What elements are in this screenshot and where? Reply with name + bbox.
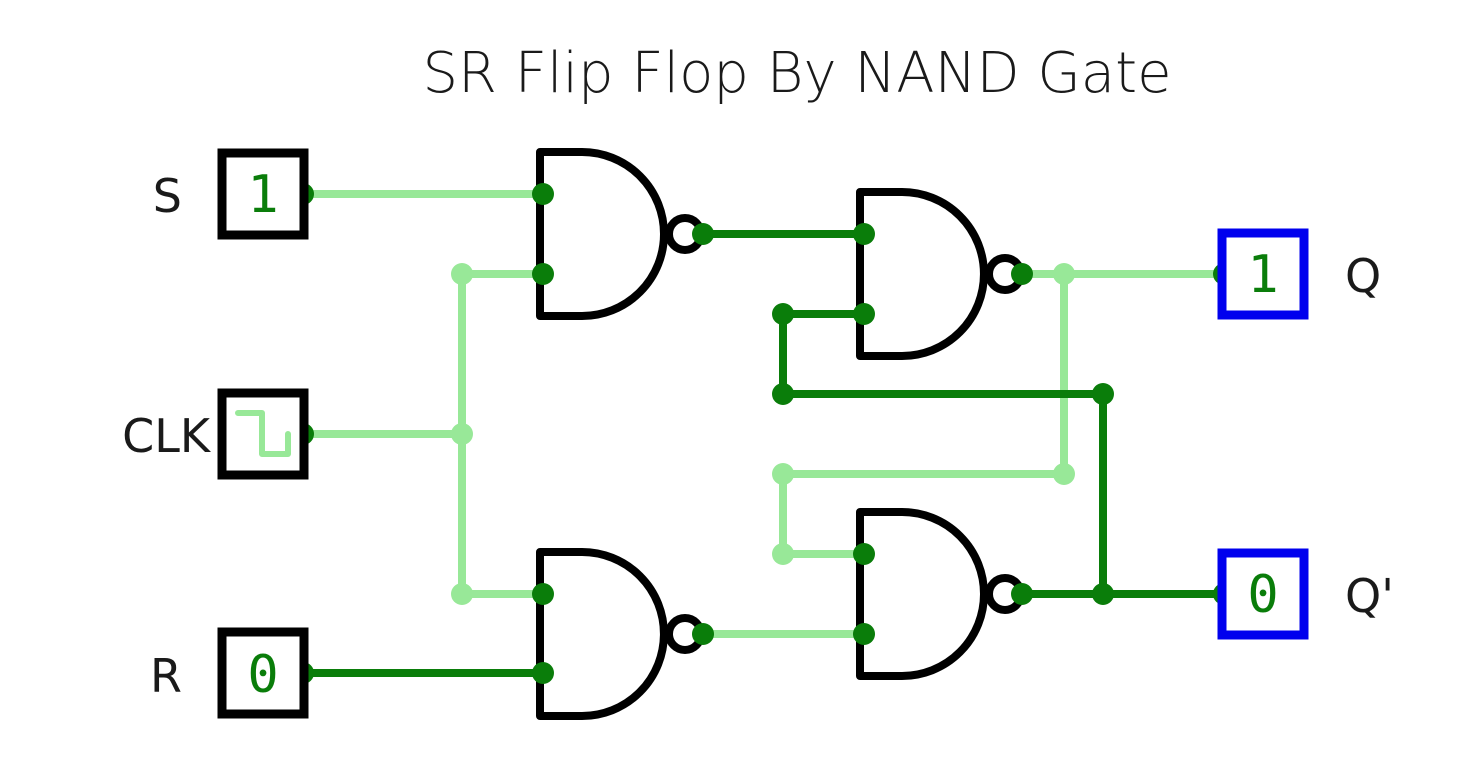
input-s-label: S [153,169,182,223]
input-clk[interactable] [217,388,309,480]
output-qbar-box [1217,548,1309,640]
output-q-label: Q [1345,249,1381,303]
diagram-title: SR Flip Flop By NAND Gate [422,41,1171,106]
output-qbar-label: Q' [1345,569,1394,623]
input-clk-label: CLK [122,409,212,463]
junction-q-fb-bottom [772,543,794,565]
junction-q-out [1053,263,1075,285]
pin-gate2-out [692,623,714,645]
junction-dots [292,183,1235,684]
pin-gate1-in-a [532,183,554,205]
pin-gate1-in-b [532,263,554,285]
pin-gate1-out [692,223,714,245]
junction-q-fb-left [772,463,794,485]
input-r-box[interactable] [217,627,309,719]
junction-clk-bottom [451,583,473,605]
junction-qbar-fb-left [772,383,794,405]
pin-gate2-in-a [532,583,554,605]
pin-gate4-in-b [853,623,875,645]
junction-qbar-fb-right [1092,383,1114,405]
junction-clk-top [451,263,473,285]
output-qbar: 0 [1217,548,1309,640]
output-q-box [1217,228,1309,320]
junction-qbar-out [1092,583,1114,605]
nand-gate-2 [536,548,705,720]
input-r-value: 0 [247,645,278,705]
pin-gate4-in-a [853,543,875,565]
pin-gate3-in-a [853,223,875,245]
input-r-label: R [150,649,182,703]
output-q: 1 [1217,228,1309,320]
input-s-box[interactable] [217,148,309,240]
output-q-value: 1 [1247,245,1278,305]
pin-gate3-in-b [853,303,875,325]
pin-gate4-out [1011,583,1033,605]
nand-gate-3 [856,188,1025,360]
input-s-value: 1 [247,165,278,225]
junction-q-fb-right [1053,463,1075,485]
input-s[interactable]: 1 [217,148,309,240]
nand-gate-1 [536,148,705,320]
wires [299,190,1228,677]
nand-gate-4 [856,508,1025,680]
pin-gate3-out [1011,263,1033,285]
junction-clk-mid [451,423,473,445]
pin-gate2-in-b [532,662,554,684]
junction-qbar-fb-top [772,303,794,325]
input-r[interactable]: 0 [217,627,309,719]
output-qbar-value: 0 [1247,565,1278,625]
square-wave-icon [235,410,291,457]
wire-clk-bus [299,270,547,598]
